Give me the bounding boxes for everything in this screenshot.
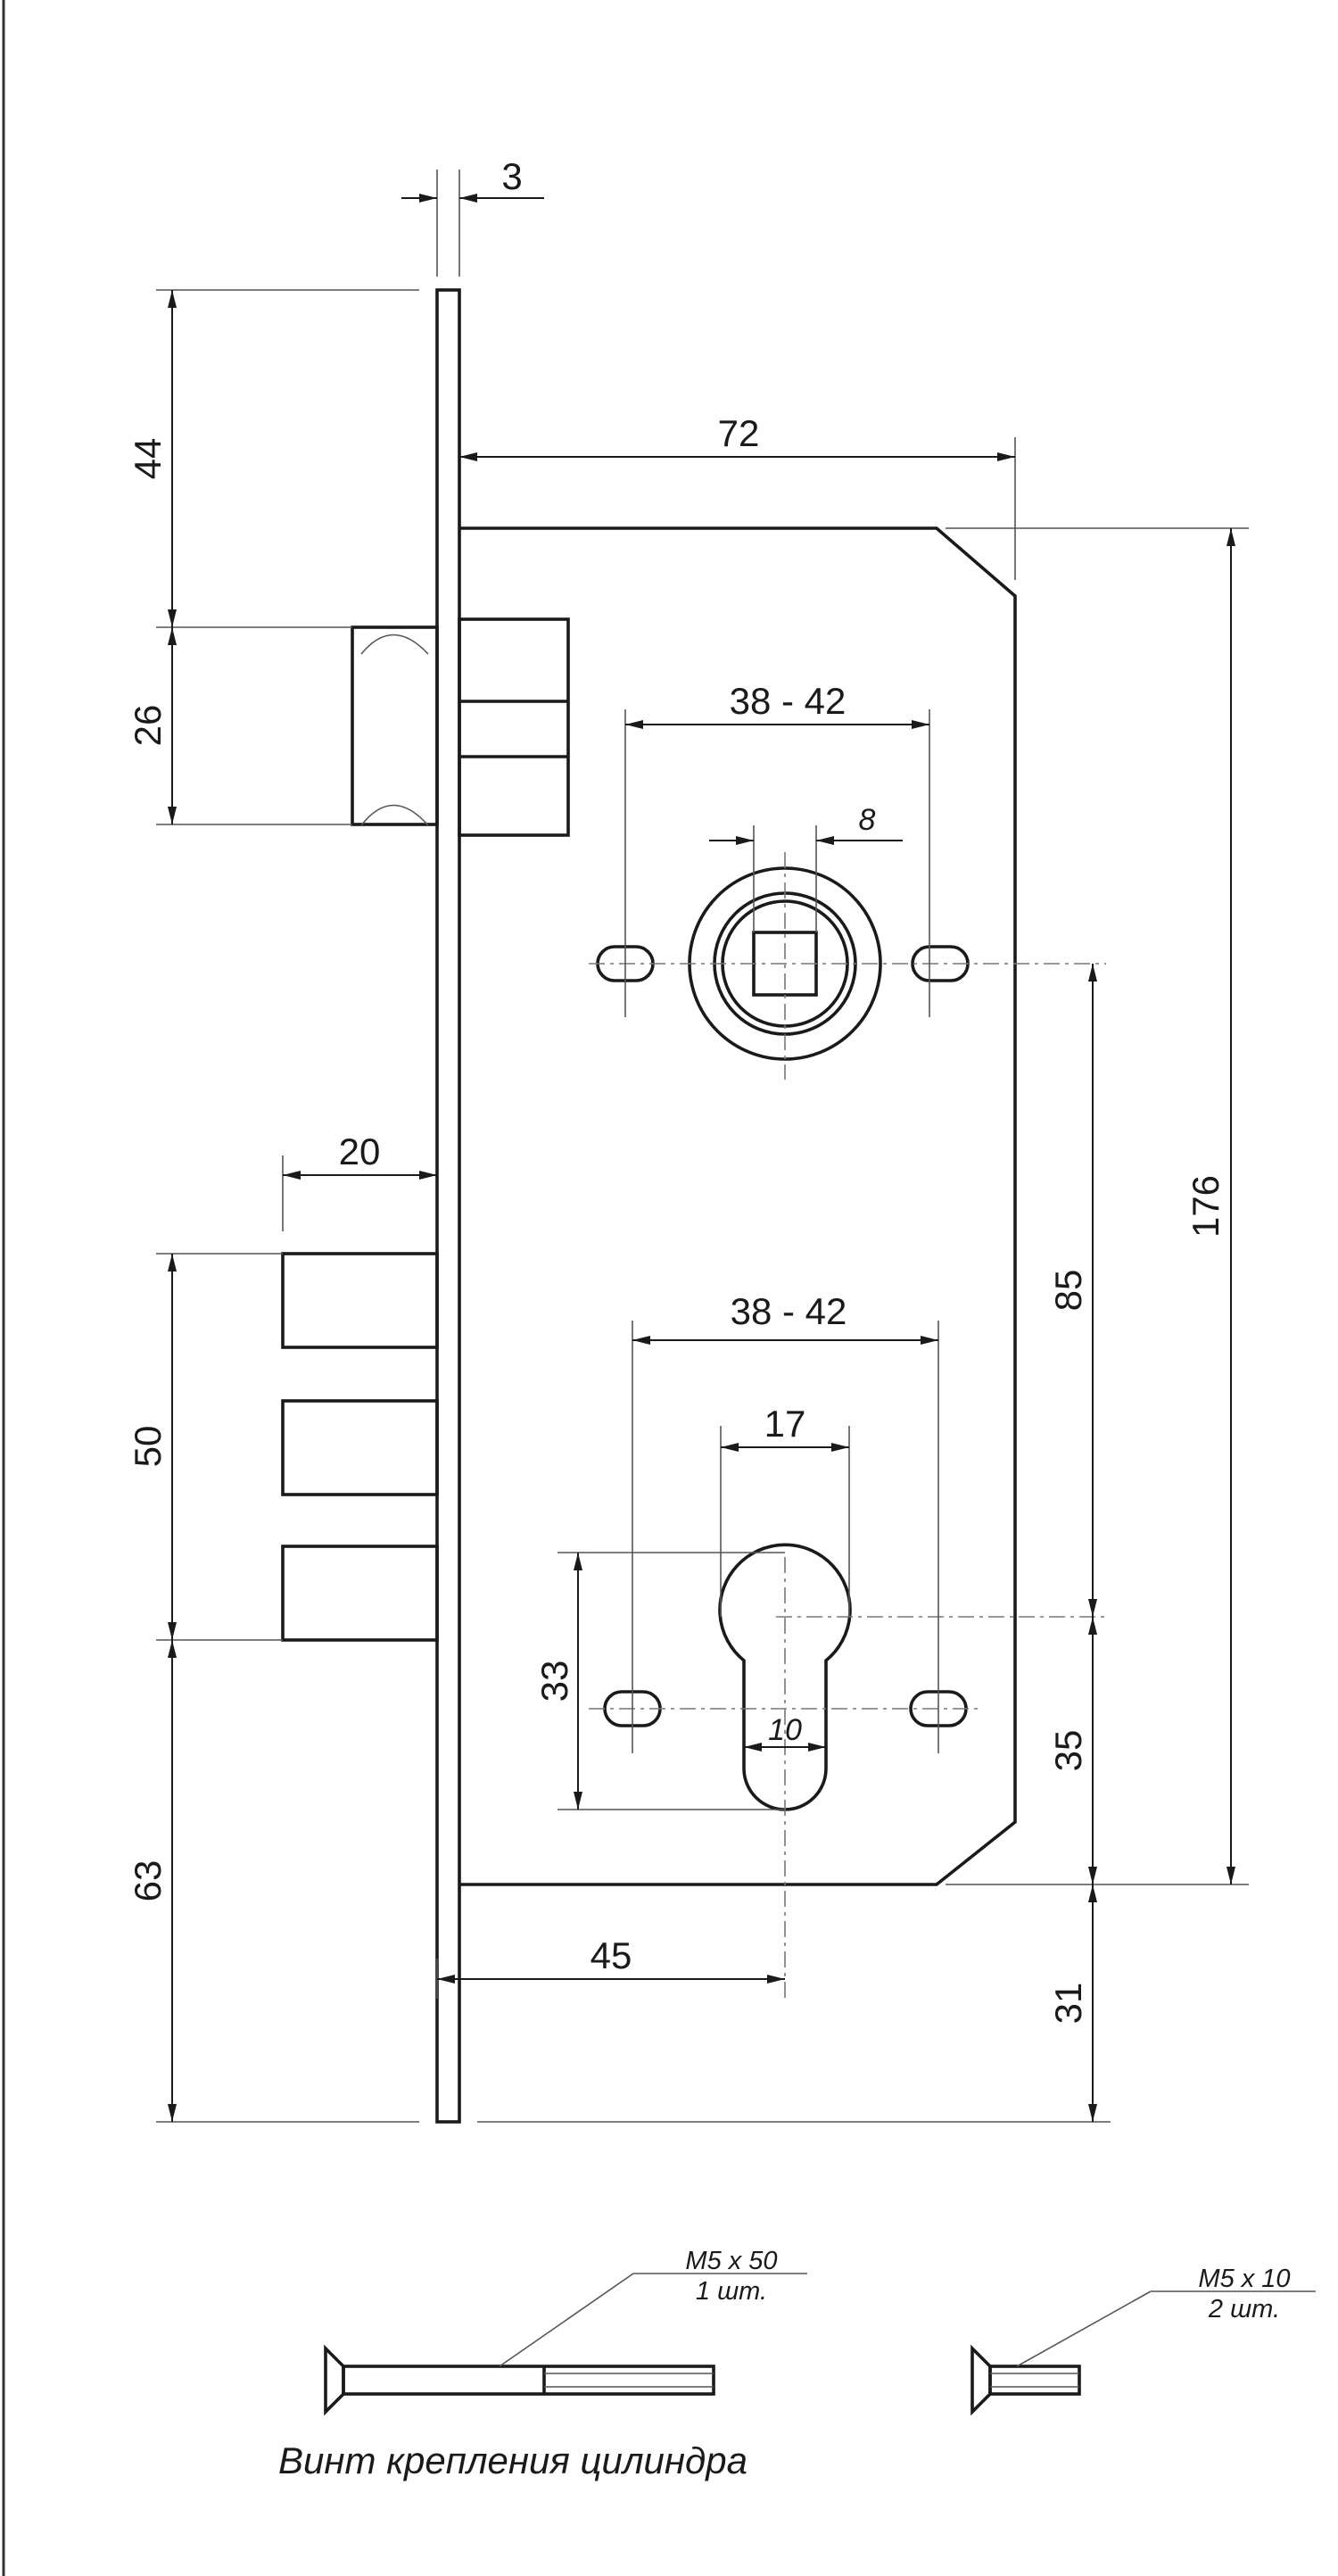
dim-cylinder-width: 17	[764, 1403, 806, 1445]
dim-handle-hole-spacing: 38 - 42	[730, 680, 847, 722]
deadbolt-1	[281, 1252, 439, 1349]
latch-bolt	[351, 625, 439, 826]
dim-backset: 45	[591, 1934, 632, 1976]
screw-m5x50-qty: 1 шт.	[696, 2277, 767, 2306]
lock-case-outline	[459, 526, 1017, 1886]
dim-cylinder-to-case-bottom: 35	[1047, 1730, 1089, 1772]
dim-handle-to-cylinder: 85	[1047, 1270, 1089, 1312]
dim-bolt-throw: 20	[339, 1131, 381, 1172]
dim-backset-to-case-edge: 72	[718, 412, 760, 454]
dim-bottom-to-bolts: 63	[127, 1860, 169, 1902]
faceplate	[435, 288, 461, 2124]
screw-m5x50	[324, 2344, 715, 2416]
deadbolt-3	[281, 1545, 439, 1642]
dim-cylinder-slot: 10	[768, 1713, 802, 1747]
deadbolt-2	[281, 1399, 439, 1496]
screw-m5x10-qty: 2 шт.	[1208, 2295, 1280, 2323]
dim-case-height: 176	[1185, 1175, 1226, 1238]
dim-faceplate-thickness: 3	[501, 155, 522, 197]
screw-m5x10-size: M5 x 10	[1198, 2265, 1290, 2293]
latch-mechanism	[458, 617, 570, 837]
screw-m5x10	[970, 2344, 1081, 2416]
dim-top-to-latch: 44	[127, 438, 169, 480]
dim-cylinder-hole-spacing: 38 - 42	[731, 1290, 847, 1332]
leader-m5x10	[1016, 2290, 1152, 2367]
screw-m5x50-size: M5 x 50	[685, 2247, 777, 2275]
dim-bolts-span: 50	[127, 1426, 169, 1468]
dim-spindle-square: 8	[859, 803, 876, 837]
dim-case-bottom-to-plate-end: 31	[1047, 1983, 1089, 2025]
dim-latch-height: 26	[127, 705, 169, 747]
caption-cylinder-screw: Винт крепления цилиндра	[278, 2439, 747, 2481]
extension-lines	[156, 170, 1249, 2123]
dimension-lines	[168, 194, 1235, 2122]
dim-cylinder-height: 33	[533, 1661, 575, 1702]
leader-m5x50	[499, 2273, 634, 2367]
